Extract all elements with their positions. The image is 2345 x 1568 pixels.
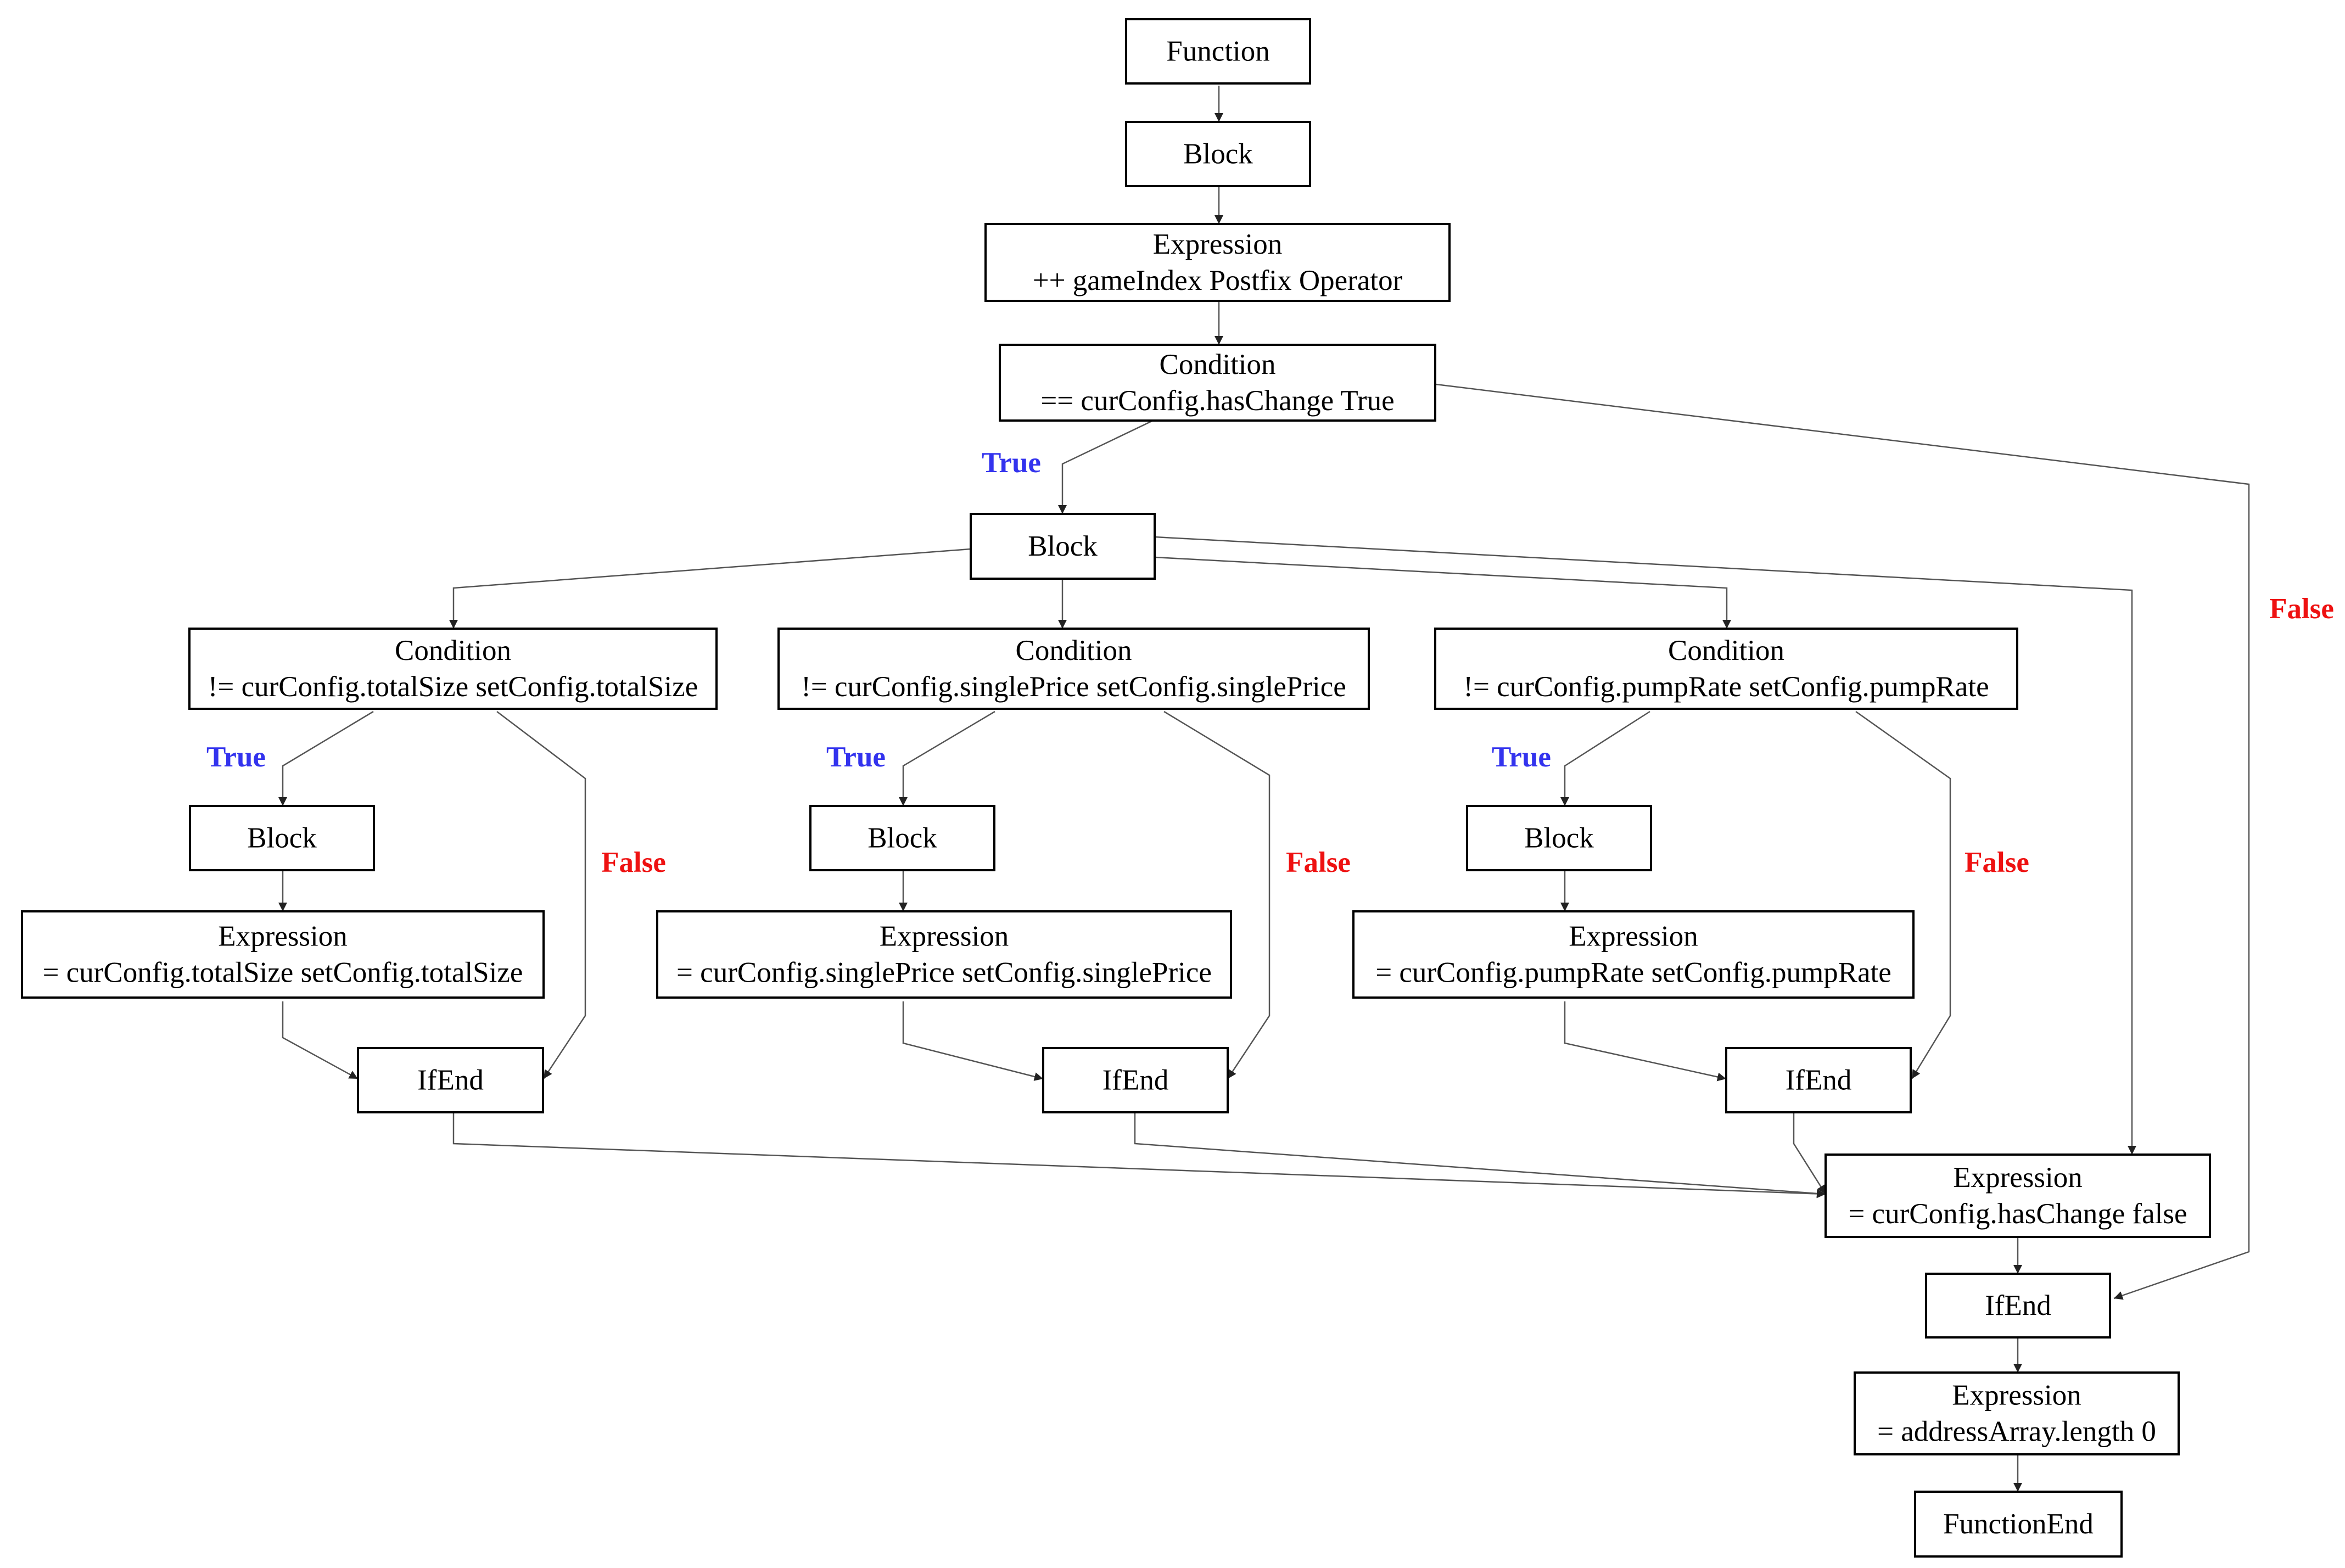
node-condition-pumprate: Condition != curConfig.pumpRate setConfig… bbox=[1434, 628, 2018, 710]
node-detail: != curConfig.pumpRate setConfig.pumpRate bbox=[1463, 671, 1989, 703]
node-function-end: FunctionEnd bbox=[1914, 1491, 2123, 1558]
node-title: Condition bbox=[1159, 349, 1275, 380]
node-detail: != curConfig.totalSize setConfig.totalSi… bbox=[208, 671, 698, 703]
node-block-pumprate: Block bbox=[1466, 805, 1652, 871]
node-detail: = curConfig.hasChange false bbox=[1848, 1198, 2187, 1230]
node-title: Block bbox=[1028, 530, 1098, 562]
label-false-haschange: False bbox=[2269, 593, 2334, 625]
label-true-totalsize: True bbox=[206, 741, 266, 773]
node-detail: == curConfig.hasChange True bbox=[1040, 385, 1394, 417]
edge-pumprate-true bbox=[1560, 710, 1650, 806]
label-false-pumprate: False bbox=[1965, 847, 2029, 878]
node-ifend-totalsize: IfEnd bbox=[357, 1047, 544, 1113]
edge-haschange-true bbox=[1058, 419, 1154, 514]
node-title: Expression bbox=[1153, 228, 1283, 260]
node-title: Condition bbox=[395, 635, 511, 667]
node-expression-totalsize: Expression = curConfig.totalSize setConfi… bbox=[21, 910, 545, 999]
node-ifend-singleprice: IfEnd bbox=[1042, 1047, 1229, 1113]
node-title: Function bbox=[1166, 36, 1269, 68]
node-title: IfEnd bbox=[417, 1065, 484, 1096]
node-condition-totalsize: Condition != curConfig.totalSize setConfi… bbox=[188, 628, 718, 710]
node-ifend-pumprate: IfEnd bbox=[1725, 1047, 1912, 1113]
node-block: Block bbox=[1125, 121, 1311, 187]
nodes: Function Block Expression ++ gameIndex Po… bbox=[21, 18, 2211, 1558]
edge-labels: True False True False True False True Fa… bbox=[206, 447, 2334, 878]
label-true-haschange: True bbox=[982, 447, 1041, 479]
edge-block-to-expr-haschange bbox=[1154, 536, 2136, 1155]
edge-totalsize-true bbox=[278, 710, 374, 806]
node-detail: != curConfig.singlePrice setConfig.singl… bbox=[801, 671, 1346, 703]
node-title: Expression bbox=[1952, 1380, 2081, 1412]
label-false-singleprice: False bbox=[1286, 847, 1351, 878]
edge-ifend-totalsize-to-expr-haschange bbox=[452, 1112, 1826, 1199]
node-title: Expression bbox=[880, 921, 1009, 953]
node-block-true: Block bbox=[970, 513, 1156, 580]
edge-singleprice-true bbox=[899, 710, 995, 806]
node-expression-haschange-false: Expression = curConfig.hasChange false bbox=[1824, 1153, 2211, 1238]
node-title: Block bbox=[247, 822, 317, 854]
node-expression-gameindex: Expression ++ gameIndex Postfix Operator bbox=[984, 223, 1451, 302]
edge-expr-pumprate-to-ifend bbox=[1564, 1001, 1727, 1082]
edge-expr-totalsize-to-ifend bbox=[282, 1001, 359, 1080]
node-function: Function bbox=[1125, 18, 1311, 85]
node-condition-singleprice: Condition != curConfig.singlePrice setCon… bbox=[777, 628, 1370, 710]
node-title: IfEnd bbox=[1102, 1065, 1169, 1096]
node-expression-singleprice: Expression = curConfig.singlePrice setCon… bbox=[656, 910, 1232, 999]
label-false-totalsize: False bbox=[601, 847, 666, 878]
node-detail: ++ gameIndex Postfix Operator bbox=[1033, 265, 1403, 296]
edge-ifend-pumprate-to-expr-haschange bbox=[1793, 1112, 1827, 1195]
edge-singleprice-false bbox=[1163, 710, 1271, 1079]
node-title: FunctionEnd bbox=[1943, 1508, 2094, 1540]
node-title: Block bbox=[1524, 822, 1594, 854]
edge-block-to-cond-totalsize bbox=[449, 548, 971, 629]
edge-ifend-singleprice-to-expr-haschange bbox=[1134, 1112, 1826, 1198]
node-detail: = curConfig.totalSize setConfig.totalSiz… bbox=[43, 957, 523, 989]
label-true-singleprice: True bbox=[826, 741, 886, 773]
node-detail: = addressArray.length 0 bbox=[1877, 1416, 2156, 1448]
node-title: Condition bbox=[1668, 635, 1784, 667]
node-title: IfEnd bbox=[1985, 1290, 2051, 1321]
node-ifend-main: IfEnd bbox=[1925, 1273, 2111, 1339]
edge-block-to-cond-pumprate bbox=[1154, 556, 1731, 629]
node-title: Expression bbox=[1953, 1162, 2083, 1194]
edge-haschange-false bbox=[1435, 383, 2250, 1300]
edge-pumprate-false bbox=[1855, 710, 1951, 1079]
node-block-singleprice: Block bbox=[809, 805, 995, 871]
edge-expr-singleprice-to-ifend bbox=[902, 1001, 1044, 1081]
edges bbox=[278, 86, 2250, 1492]
edge-totalsize-false bbox=[496, 711, 586, 1079]
node-title: Block bbox=[868, 822, 937, 854]
node-expression-pumprate: Expression = curConfig.pumpRate setConfig… bbox=[1352, 910, 1915, 999]
node-title: Block bbox=[1183, 138, 1253, 170]
node-title: IfEnd bbox=[1786, 1065, 1852, 1096]
node-title: Expression bbox=[1569, 921, 1698, 953]
node-expression-addressarray: Expression = addressArray.length 0 bbox=[1854, 1371, 2180, 1455]
label-true-pumprate: True bbox=[1492, 741, 1551, 773]
node-title: Condition bbox=[1015, 635, 1132, 667]
node-detail: = curConfig.singlePrice setConfig.single… bbox=[676, 957, 1212, 989]
node-detail: = curConfig.pumpRate setConfig.pumpRate bbox=[1375, 957, 1891, 989]
node-block-totalsize: Block bbox=[189, 805, 375, 871]
node-condition-haschange: Condition == curConfig.hasChange True bbox=[999, 344, 1436, 422]
node-title: Expression bbox=[218, 921, 348, 953]
